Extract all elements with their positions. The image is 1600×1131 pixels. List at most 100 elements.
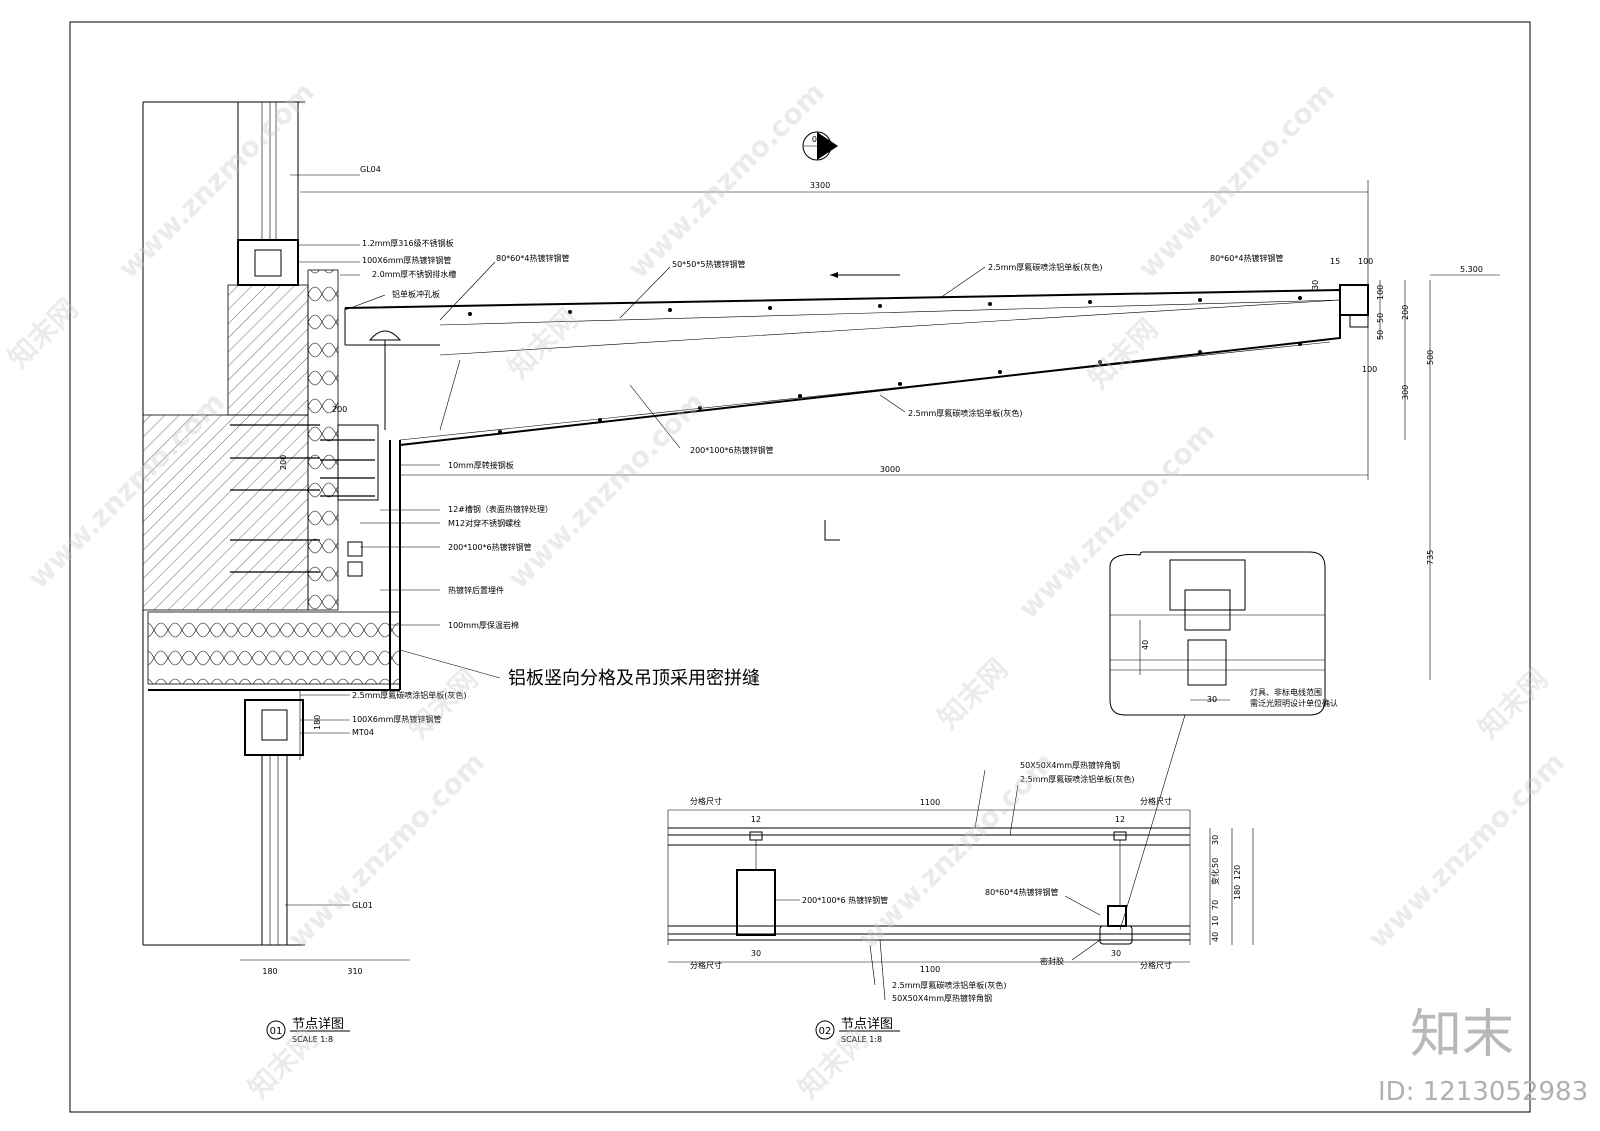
- label-angle-top: 50X50X4mm厚热镀锌角钢: [1020, 760, 1120, 770]
- title-number-02: 02: [819, 1026, 832, 1037]
- detail-01-text: GL04 1.2mm厚316级不锈钢板 100X6mm厚热镀锌钢管 2.0mm厚…: [262, 135, 1483, 1044]
- dim-180-vertical: 180: [313, 715, 322, 730]
- label-sealant: 密封胶: [1040, 956, 1064, 966]
- dim-300: 300: [1401, 385, 1410, 400]
- dim-40: 40: [1141, 640, 1150, 650]
- label-tube-80x60: 80*60*4热镀锌钢管: [496, 253, 569, 263]
- label-tube-200x100-b: 200*100*6热镀锌钢管: [448, 542, 532, 552]
- detail-02-text: 50X50X4mm厚热镀锌角钢 2.5mm厚氟碳喷涂铝单板(灰色) 200*10…: [690, 640, 1338, 1044]
- label-tube-200x100: 200*100*6热镀锌钢管: [690, 445, 774, 455]
- dim-r40: 40: [1211, 932, 1220, 942]
- label-tube-80x60-right: 80*60*4热镀锌钢管: [1210, 253, 1283, 263]
- label-angle-bottom: 50X50X4mm厚热镀锌角钢: [892, 993, 992, 1003]
- dim-15: 15: [1330, 257, 1340, 266]
- label-bolt-m12: M12对穿不锈钢螺栓: [448, 518, 521, 528]
- label-lamp-2: 需泛光照明设计单位确认: [1250, 698, 1338, 708]
- watermark-site-9: www.znzmo.com: [1362, 746, 1571, 955]
- title-number-01: 01: [270, 1026, 283, 1037]
- dim-50b: 50: [1376, 330, 1385, 340]
- dim-3000: 3000: [880, 465, 900, 474]
- label-gl01: GL01: [352, 901, 373, 910]
- watermark-brand-2: 知末网: [502, 302, 585, 385]
- label-panel-bottom: 2.5mm厚氟碳喷涂铝单板(灰色): [892, 980, 1007, 990]
- dim-200-vertical: 200: [279, 455, 288, 470]
- dim-r30: 30: [1211, 835, 1220, 845]
- dim-200-top: 200: [332, 405, 347, 414]
- watermark-brand-3: 知末网: [1082, 312, 1165, 395]
- label-tube-50x50: 50*50*5热镀锌钢管: [672, 259, 745, 269]
- watermark-site-5: www.znzmo.com: [502, 386, 711, 595]
- label-mt04: MT04: [352, 728, 374, 737]
- dim-310: 310: [347, 967, 362, 976]
- watermark-logo: 知末: [1410, 1005, 1514, 1065]
- title-circle-01: [266, 1020, 286, 1040]
- label-panel-top: 2.5mm厚氟碳喷涂铝单板(灰色): [1020, 774, 1135, 784]
- watermark-brand-5: 知末网: [932, 652, 1015, 735]
- label-embed: 热镀锌后置埋件: [448, 585, 504, 595]
- watermark-brand-6: 知末网: [1472, 662, 1555, 745]
- dim-r10: 10: [1211, 916, 1220, 926]
- label-channel-12: 12#槽钢（表面热镀锌处理）: [448, 504, 553, 514]
- callout-03: 03: [812, 135, 822, 144]
- watermark-site-8: www.znzmo.com: [852, 746, 1061, 955]
- dim-100a: 100: [1358, 257, 1373, 266]
- dim-12b: 12: [1115, 815, 1125, 824]
- watermark-id: ID: 1213052983: [1378, 1077, 1588, 1107]
- dim-r120: 120: [1233, 865, 1242, 880]
- title-circle-02: [815, 1020, 835, 1040]
- dim-735: 735: [1426, 550, 1435, 565]
- dim-200: 200: [1401, 305, 1410, 320]
- dim-r180: 180: [1233, 885, 1242, 900]
- dim-50a: 50: [1376, 313, 1385, 323]
- dim-variable: 变化: [1210, 869, 1220, 885]
- title-01: 节点详图: [292, 1017, 344, 1032]
- dim-3300: 3300: [810, 181, 830, 190]
- dim-30a: 30: [751, 949, 761, 958]
- dim-r70: 70: [1211, 900, 1220, 910]
- watermark-site-7: www.znzmo.com: [282, 746, 491, 955]
- title-02: 节点详图: [841, 1017, 893, 1032]
- watermark-site-6: www.znzmo.com: [1012, 416, 1221, 625]
- label-drain-groove: 2.0mm厚不锈钢排水槽: [372, 269, 456, 279]
- label-al-panel-bottom: 2.5mm厚氟碳喷涂铝单板(灰色): [908, 408, 1023, 418]
- label-split-bl: 分格尺寸: [690, 960, 722, 970]
- scale-01: SCALE 1:8: [292, 1035, 333, 1044]
- watermark-brand-4: 知末网: [402, 662, 485, 745]
- label-steel-tube: 100X6mm厚热镀锌钢管: [362, 255, 451, 265]
- dim-r50: 50: [1211, 858, 1220, 868]
- label-gl04: GL04: [360, 165, 381, 174]
- detail-01: [142, 101, 1500, 961]
- label-tube-100x6-low: 100X6mm厚热镀锌钢管: [352, 714, 441, 724]
- dim-100b: 100: [1362, 365, 1377, 374]
- label-tube-200: 200*100*6 热镀锌钢管: [802, 895, 888, 905]
- watermark-site-2: www.znzmo.com: [622, 76, 831, 285]
- label-split-br: 分格尺寸: [1140, 960, 1172, 970]
- elevation-5300: 5.300: [1460, 265, 1483, 274]
- label-split-tl: 分格尺寸: [690, 796, 722, 806]
- drawing-frame: [69, 21, 1531, 1113]
- dim-30b: 30: [1111, 949, 1121, 958]
- dim-1100-bottom: 1100: [920, 965, 940, 974]
- dim-100c: 100: [1376, 285, 1385, 300]
- label-perforated: 铝单板冲孔板: [392, 289, 440, 299]
- label-note: 铝板竖向分格及吊顶采用密拼缝: [508, 668, 760, 689]
- watermark-brand-7: 知末网: [242, 1022, 325, 1105]
- dim-12a: 12: [751, 815, 761, 824]
- label-tube-80: 80*60*4热镀锌钢管: [985, 887, 1058, 897]
- watermark-brand-1: 知末网: [2, 292, 85, 375]
- dim-30c: 30: [1207, 695, 1217, 704]
- label-split-tr: 分格尺寸: [1140, 796, 1172, 806]
- label-al-panel-top: 2.5mm厚氟碳喷涂铝单板(灰色): [988, 262, 1103, 272]
- dim-30: 30: [1311, 280, 1320, 290]
- dim-500: 500: [1426, 350, 1435, 365]
- dim-180: 180: [262, 967, 277, 976]
- label-lamp-1: 灯具、非标电线范围: [1250, 687, 1322, 697]
- dim-1100-top: 1100: [920, 798, 940, 807]
- scale-02: SCALE 1:8: [841, 1035, 882, 1044]
- label-plate-10mm: 10mm厚转接钢板: [448, 460, 514, 470]
- label-rock-wool: 100mm厚保温岩棉: [448, 620, 519, 630]
- detail-02: [667, 551, 1326, 1001]
- label-al-panel-low: 2.5mm厚氟碳喷涂铝单板(灰色): [352, 690, 467, 700]
- label-ss-plate: 1.2mm厚316级不锈钢板: [362, 238, 454, 248]
